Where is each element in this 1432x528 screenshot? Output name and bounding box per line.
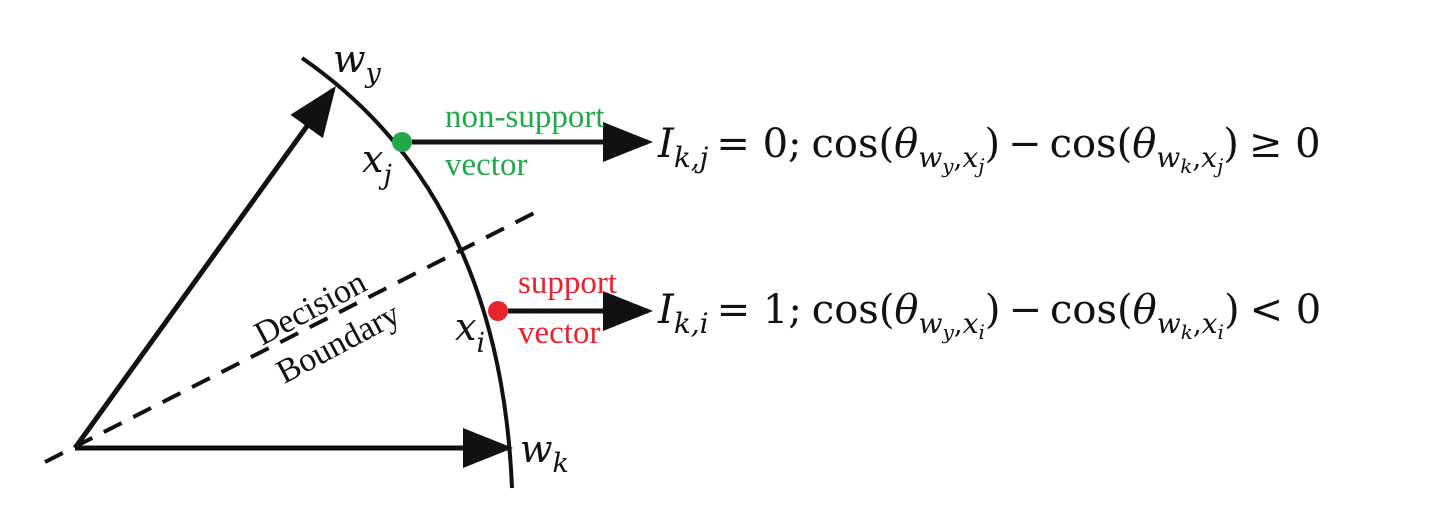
equation-support: Ik,i= 1;cos(θwy,xi)−cos(θwk,xi)< 0 [657, 287, 1321, 344]
label-xj: xj [362, 137, 392, 191]
support-label-line2: vector [518, 315, 600, 351]
label-wk: wk [520, 427, 569, 479]
non-support-label-line1: non-support [445, 99, 605, 135]
point-xi [488, 301, 508, 321]
unit-arc [300, 56, 514, 489]
equation-non-support: Ik,j= 0;cos(θwy,xj)−cos(θwk,xj)≥ 0 [657, 121, 1321, 178]
vector-wy-arrow [72, 85, 336, 450]
decision-boundary-line [44, 208, 541, 464]
support-label-line1: support [518, 265, 617, 301]
label-wy: wy [333, 37, 382, 89]
non-support-label-line2: vector [445, 147, 527, 183]
label-xi: xi [455, 305, 485, 359]
decision-boundary-label: Decision Boundary [248, 264, 406, 392]
point-xj [392, 132, 412, 152]
